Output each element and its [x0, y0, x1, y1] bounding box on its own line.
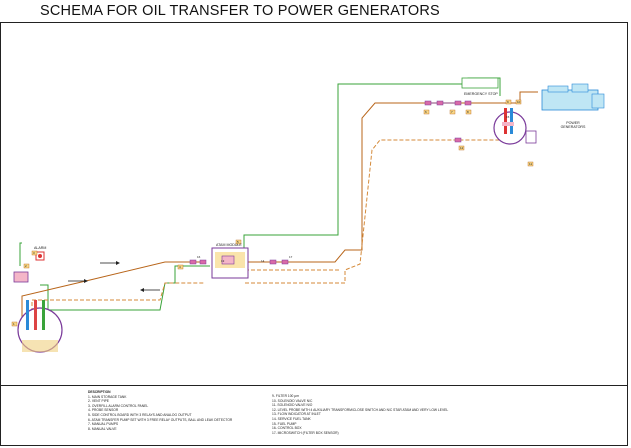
fuel-line-mid — [245, 102, 500, 263]
tag-label: 14 — [261, 259, 265, 263]
main-storage-tank — [17, 300, 63, 353]
drawing-frame — [0, 22, 628, 446]
alarm-lamp — [38, 254, 42, 258]
signal-line-green — [40, 265, 210, 311]
control-box — [525, 130, 537, 144]
label-emergency-stop: EMERGENCY STOP — [464, 92, 498, 96]
tag-label: 6 — [425, 110, 427, 114]
label-power-generators: POWER GENERATORS — [560, 121, 586, 129]
valve-group-1 — [189, 100, 472, 265]
legend-left: DESCRIPTION 1- MAIN STORAGE TANK 2- VENT… — [88, 390, 232, 431]
legend-item: 3- OVERFILL ALARM CONTROL PANEL — [88, 403, 149, 408]
legend-item: 1- MAIN STORAGE TANK — [88, 394, 127, 399]
tag-label: 17 — [289, 255, 293, 259]
fuel-line-top — [21, 261, 205, 330]
tag-label: 5 — [237, 240, 239, 244]
legend-item: 13- FLOW INDICATOR AT INLET — [272, 412, 321, 417]
legend-item: 9- FILTER 100 µm — [272, 394, 299, 398]
legend-item: 16- CONTROL BOX — [272, 426, 302, 431]
tag-label: 4 — [179, 265, 181, 269]
power-generator — [541, 83, 605, 111]
tag-label: 15 — [506, 115, 510, 119]
tag-label: 3 — [33, 251, 35, 255]
label-alarm: ALARM — [34, 246, 47, 250]
legend-item: 4- PROBE SENSOR — [88, 408, 119, 413]
legend-area — [0, 385, 628, 447]
fuel-line-return-dashed — [31, 282, 205, 330]
tag-label: 9 — [507, 100, 509, 104]
legend-item: 10- SOLENOID VALVE N/C — [272, 398, 313, 403]
tag-label: 1 — [13, 322, 15, 326]
legend-item: 8- MANUAL VALVE — [88, 426, 117, 431]
tag-label: 12 — [460, 146, 464, 150]
tag-markers — [11, 99, 534, 327]
legend-item: 17- MICROSWITCH (FILTER BOX SENSOR) — [272, 430, 339, 435]
tag-label: 11 — [529, 162, 532, 166]
legend-heading: DESCRIPTION — [88, 390, 111, 394]
supply-line-green — [19, 242, 22, 266]
legend-item: 15- FUEL PUMP — [272, 421, 297, 426]
legend-item: 5- SIDE CONTROL BOARD WITH 3 RELAYS AND … — [88, 412, 192, 417]
legend-item: 11- SOLENOID VALVE N/O — [272, 403, 313, 408]
overfill-panel — [13, 271, 29, 283]
legend-item: 6- ATAM TRANSFER PUMP SET WITH 3 FREE RE… — [88, 417, 233, 422]
legend-item: 14- SERVICE FUEL TANK — [272, 416, 311, 421]
tag-label: 8 — [467, 110, 469, 114]
legend-item: 2- VENT PIPE — [88, 399, 110, 404]
tag-label: 10 — [517, 100, 521, 104]
legend-right: 9- FILTER 100 µm 10- SOLENOID VALVE N/C … — [272, 394, 448, 435]
tag-label: 7 — [451, 110, 453, 114]
tag-label: 16 — [197, 255, 201, 259]
tag-label: 13 — [221, 259, 225, 263]
diagram-title: SCHEMA FOR OIL TRANSFER TO POWER GENERAT… — [40, 3, 440, 19]
tag-label: 2 — [25, 264, 27, 268]
service-fuel-tank — [493, 108, 527, 145]
legend-item: 7- MANUAL PUMPS — [88, 422, 119, 427]
label-atam-module: ATAM MODULE — [216, 243, 242, 247]
level-probe-box — [461, 77, 499, 89]
legend-item: 12- LEVEL PROBE WITH 4 AUXILIARY TRANSFO… — [272, 407, 449, 412]
